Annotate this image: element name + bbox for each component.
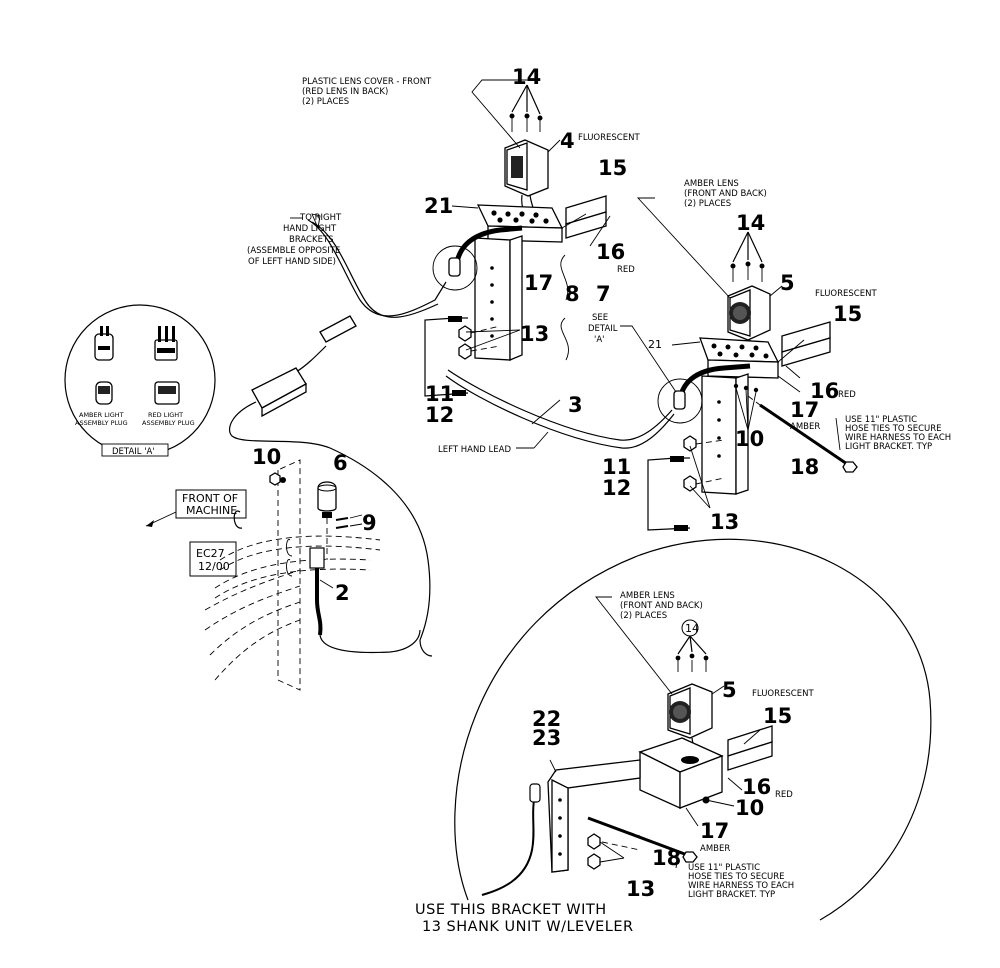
callout-23: 23: [532, 726, 561, 750]
callout-8: 8: [565, 282, 580, 306]
callout-18: 18: [790, 455, 819, 479]
note-amber-b: AMBER: [790, 422, 820, 432]
note-ties-c1: USE 11" PLASTIC: [688, 863, 760, 873]
callout-17: 17: [524, 271, 553, 295]
note-right-hand-5: OF LEFT HAND SIDE): [248, 257, 336, 267]
note-right-hand-2: HAND LIGHT: [283, 224, 337, 234]
callout-12: 12: [425, 403, 454, 427]
callout-10: 10: [252, 445, 281, 469]
note-ties-3: WIRE HARNESS TO EACH: [845, 433, 951, 443]
callout-17: 17: [790, 398, 819, 422]
callout-10: 10: [735, 427, 764, 451]
note-lens-front-3: (2) PLACES: [302, 97, 349, 107]
note-amber-lens-c1: AMBER LENS: [620, 591, 675, 601]
callout-11: 11: [602, 455, 631, 479]
note-amber-lens-2: (FRONT AND BACK): [684, 189, 767, 199]
callout-5: 5: [722, 678, 737, 702]
note-fluorescent-b: FLUORESCENT: [815, 289, 877, 299]
note-right-hand-3: BRACKETS: [289, 235, 334, 245]
callout-11: 11: [425, 382, 454, 406]
callout-3: 3: [568, 393, 583, 417]
note-fluorescent-a: FLUORESCENT: [578, 133, 640, 143]
callout-2: 2: [335, 581, 350, 605]
callout-14-circled: 14: [685, 622, 699, 635]
note-see-detail-2: DETAIL: [588, 324, 618, 334]
note-amber-plug-1: AMBER LIGHT: [79, 411, 124, 419]
note-red-c: RED: [775, 790, 793, 800]
note-lens-front-2: (RED LENS IN BACK): [302, 87, 388, 97]
note-ties-c2: HOSE TIES TO SECURE: [688, 872, 785, 882]
text-layer: 14 4 15 21 16 17 8 7 13 11 12 3 14 5 15 …: [75, 65, 951, 935]
note-red-plug-1: RED LIGHT: [148, 411, 183, 419]
callout-4: 4: [560, 129, 575, 153]
callout-18: 18: [652, 846, 681, 870]
note-bracket-usage-2: 13 SHANK UNIT W/LEVELER: [422, 919, 634, 935]
note-ec27: EC27: [196, 547, 225, 560]
toolbar-mount: [145, 459, 421, 691]
callout-13: 13: [710, 510, 739, 534]
note-front-of: FRONT OF: [182, 492, 238, 505]
callout-13: 13: [626, 877, 655, 901]
left-light-assembly: [424, 79, 611, 397]
note-amber-c: AMBER: [700, 844, 730, 854]
detail-a: [64, 304, 216, 457]
note-red-a: RED: [617, 265, 635, 275]
note-red-plug-2: ASSEMBLY PLUG: [142, 419, 195, 427]
note-right-hand-4: (ASSEMBLE OPPOSITE: [247, 246, 340, 256]
note-ties-1: USE 11" PLASTIC: [845, 415, 917, 425]
callout-12: 12: [602, 476, 631, 500]
note-amber-lens-c2: (FRONT AND BACK): [620, 601, 703, 611]
callout-13: 13: [520, 322, 549, 346]
note-bracket-usage-1: USE THIS BRACKET WITH: [415, 902, 607, 918]
callout-6: 6: [333, 451, 348, 475]
note-ties-c4: LIGHT BRACKET. TYP: [688, 890, 775, 900]
note-date: 12/00: [198, 560, 230, 573]
right-light-assembly: [620, 197, 858, 531]
callout-15: 15: [598, 156, 627, 180]
callout-15: 15: [763, 704, 792, 728]
note-detail-a: DETAIL 'A': [112, 447, 155, 457]
note-left-hand-lead: LEFT HAND LEAD: [438, 445, 511, 455]
callout-9: 9: [362, 511, 377, 535]
callout-16: 16: [596, 240, 625, 264]
note-amber-lens-3: (2) PLACES: [684, 199, 731, 209]
note-see-detail-3: 'A': [594, 335, 605, 345]
callout-5: 5: [780, 271, 795, 295]
note-lens-front-1: PLASTIC LENS COVER - FRONT: [302, 77, 432, 87]
note-amber-lens-1: AMBER LENS: [684, 179, 739, 189]
note-right-hand-1: TO RIGHT: [299, 213, 342, 223]
callout-10: 10: [735, 796, 764, 820]
note-fluorescent-c: FLUORESCENT: [752, 689, 814, 699]
note-amber-lens-c3: (2) PLACES: [620, 611, 667, 621]
note-ties-4: LIGHT BRACKET. TYP: [845, 442, 932, 452]
note-amber-plug-2: ASSEMBLY PLUG: [75, 419, 128, 427]
callout-16: 16: [742, 775, 771, 799]
callout-14: 14: [736, 211, 765, 235]
callout-21: 21: [424, 194, 453, 218]
note-red-b: RED: [838, 390, 856, 400]
note-see-detail-1: SEE: [592, 313, 608, 323]
callout-17: 17: [700, 819, 729, 843]
callout-7: 7: [596, 282, 611, 306]
note-machine: MACHINE: [186, 504, 237, 517]
note-ties-2: HOSE TIES TO SECURE: [845, 424, 942, 434]
callout-16: 16: [810, 379, 839, 403]
leveler-detail: [454, 538, 932, 921]
note-ties-c3: WIRE HARNESS TO EACH: [688, 881, 794, 891]
wiring-harness: [228, 213, 675, 657]
callout-15: 15: [833, 302, 862, 326]
callout-14: 14: [512, 65, 541, 89]
callout-22: 22: [532, 707, 561, 731]
callout-21: 21: [648, 338, 662, 351]
